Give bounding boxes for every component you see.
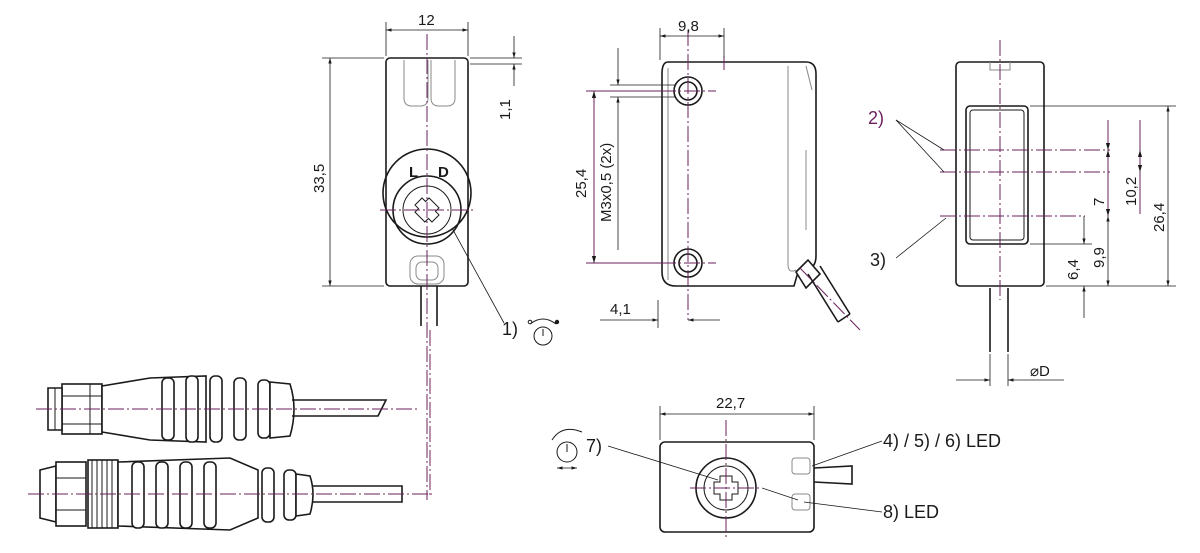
adjust-dial-icon [527,318,560,346]
dim-hole-offset: 9,8 [678,18,699,35]
knob-label-right: D [438,164,449,181]
rotate-dial-icon [551,428,583,470]
dim-7: 7 [1091,198,1108,206]
dim-9-9: 9,9 [1091,247,1108,268]
dim-width: 12 [418,12,435,29]
connector-straight [36,375,420,443]
dim-top: 1,1 [497,99,514,120]
dim-bottom-offset: 4,1 [610,301,631,318]
knob-label-left: L [409,164,418,181]
connector-knurled [28,330,432,531]
dim-cable: ⌀D [1030,363,1050,380]
bottom-view: 22,7 7) 4) / 5) / 6) LED 8) LED [551,395,1001,540]
dim-26-4: 26,4 [1151,203,1168,232]
dim-height: 33,5 [311,164,328,193]
side-view: 9,8 25,4 M3x0,5 (2x) 4,1 [573,18,861,331]
dim-window: 10,2 [1123,177,1140,206]
dim-hole-spacing: 25,4 [573,169,590,198]
back-view: 2) 3) 26,4 10,2 7 9,9 6,4 ⌀D [868,40,1176,386]
callout-led8: 8) LED [883,502,939,522]
callout-optics: 2) [868,108,884,128]
callout-adjust: 1) [502,319,518,339]
dim-length: 22,7 [716,395,745,412]
callout-leds: 4) / 5) / 6) LED [883,431,1001,451]
dim-6-4: 6,4 [1065,259,1082,280]
callout-axis: 3) [870,250,886,270]
thread-note: M3x0,5 (2x) [598,143,615,222]
callout-potentiometer: 7) [586,436,602,456]
front-view: L D 12 33,5 1,1 1) [311,12,560,500]
